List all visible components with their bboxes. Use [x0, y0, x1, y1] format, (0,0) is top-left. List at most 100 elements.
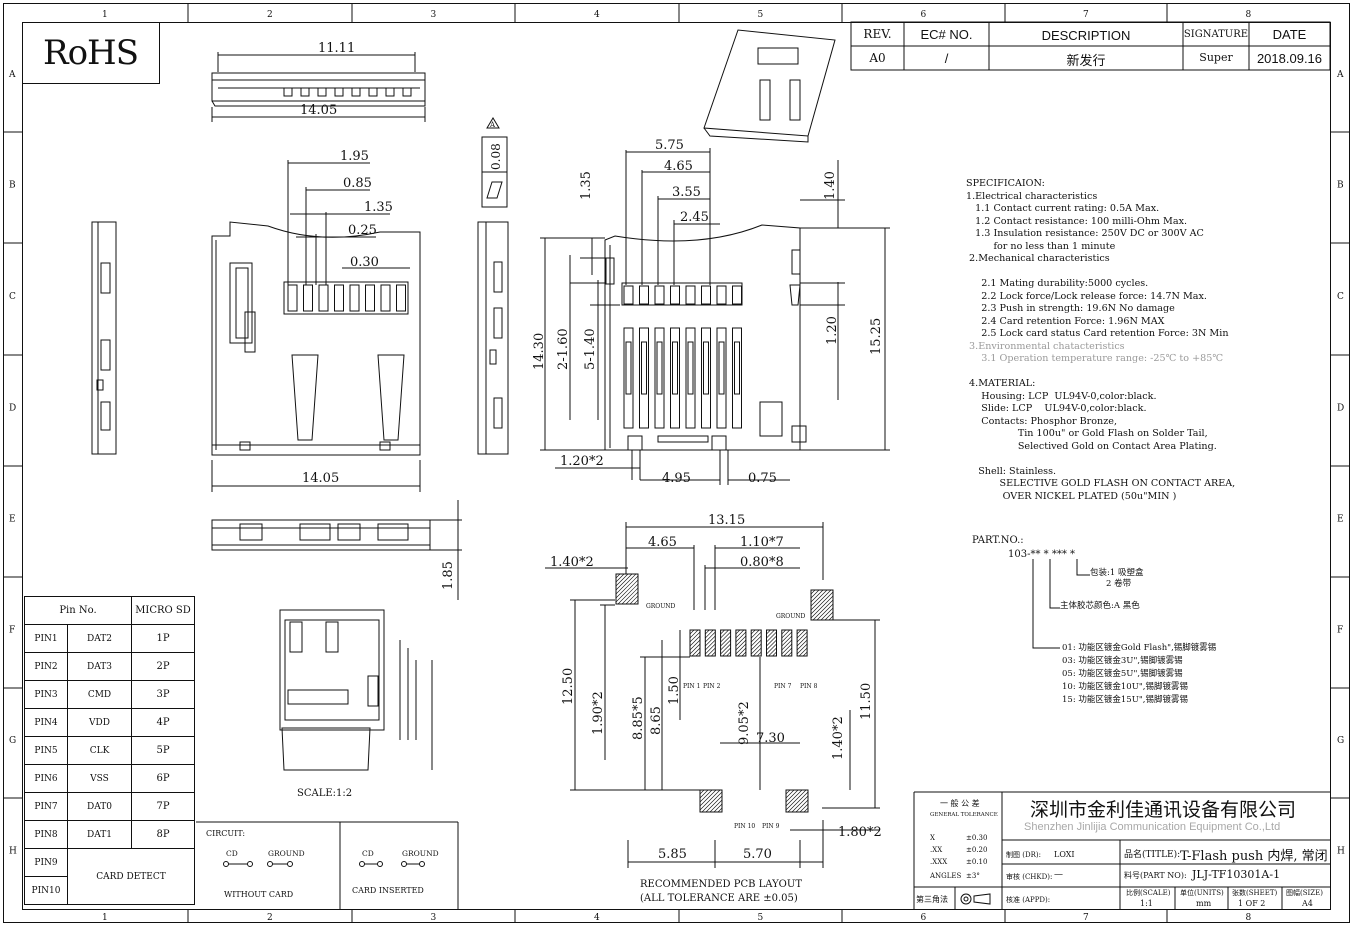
spec-line: 2.3 Push in strength: 19.6N No damage [966, 303, 1175, 314]
tolerance-xxx: .XXX [930, 858, 948, 866]
pin-number: PIN3 [24, 680, 68, 709]
drawn-label: 制图 (DR): [1006, 851, 1041, 859]
dim-1-20: 1.20 [825, 316, 840, 345]
grid-col-bottom-1: 1 [102, 913, 108, 923]
pcb-dim-1-10x7: 1.10*7 [740, 535, 784, 550]
pin9-label: PIN9 [24, 848, 68, 877]
pcb-dim-8-65: 8.65 [649, 706, 664, 735]
partno-code: 103-** * *** * [1008, 549, 1076, 560]
circuit-ground-1: GROUND [268, 849, 305, 858]
pin-signal: CMD [67, 680, 132, 709]
company-name-en: Shenzhen Jinlijia Communication Equipmen… [1024, 821, 1281, 833]
spec-line: Slide: LCP UL94V-0,color:black. [966, 403, 1147, 414]
flatness-triangle-mark: A [489, 121, 496, 129]
grid-col-top-2: 2 [267, 10, 273, 20]
sheet-header: 张数(SHEET) [1232, 889, 1278, 897]
partno-option-05: 05: 功能区镀金5U",锡脚镀雾锡 [1062, 669, 1183, 679]
grid-row-right-B: B [1337, 181, 1344, 191]
date-header: DATE [1272, 27, 1307, 42]
pcb-dim-5-70: 5.70 [743, 847, 772, 862]
title-label: 品名(TITLE): [1124, 850, 1181, 860]
pin-microsd: 6P [131, 764, 195, 793]
checked-label: 审核 (CHKD): [1006, 873, 1053, 881]
spec-line: Housing: LCP UL94V-0,color:black. [966, 390, 1157, 402]
grid-col-top-8: 8 [1246, 10, 1252, 20]
pcb-dim-5-85: 5.85 [658, 847, 687, 862]
grid-row-left-D: D [9, 404, 16, 414]
pcb-ground-right: GROUND [776, 613, 806, 620]
partno-option-10: 10: 功能区镀金10U",锡脚镀雾锡 [1062, 682, 1188, 692]
dim-14-30: 14.30 [532, 333, 547, 370]
pin-number: PIN6 [24, 764, 68, 793]
grid-col-top-7: 7 [1083, 10, 1089, 20]
pin-microsd: 5P [131, 736, 195, 765]
partno-option-01: 01: 功能区镀金Gold Flash",锡脚镀雾锡 [1062, 643, 1217, 653]
spec-line: 4.MATERIAL: [966, 378, 1036, 389]
grid-col-bottom-5: 5 [758, 913, 764, 923]
partno-option-15: 15: 功能区镀金15U",锡脚镀雾锡 [1062, 695, 1188, 705]
rohs-mark: RoHS [22, 22, 160, 84]
dim-3-55: 3.55 [672, 185, 701, 200]
pcb-dim-1-40x2: 1.40*2 [550, 555, 594, 570]
signature-value: Super [1199, 51, 1233, 64]
pcb-pin2: PIN 2 [703, 683, 721, 690]
dim-4-65: 4.65 [664, 159, 693, 174]
spec-line: SELECTIVE GOLD FLASH ON CONTACT AREA, [966, 478, 1236, 489]
card-detect-label: CARD DETECT [67, 848, 195, 905]
pin-microsd: 4P [131, 708, 195, 737]
pcb-pin7: PIN 7 [774, 683, 792, 690]
spec-line: for no less than 1 minute [966, 240, 1116, 252]
spec-line: 1.2 Contact resistance: 100 milli-Ohm Ma… [966, 215, 1188, 227]
grid-row-left-H: H [9, 847, 17, 857]
tolerance-xxx-value: ±0.10 [966, 858, 988, 866]
spec-line: 3.1 Operation temperature range: -25℃ to… [966, 353, 1224, 364]
partno-pack-2: 2 卷带 [1106, 579, 1132, 589]
tolerance-x-value: ±0.30 [966, 834, 988, 842]
ec-value: / [944, 51, 949, 66]
pin-signal: CLK [67, 736, 132, 765]
spec-line: Contacts: Phosphor Bronze, [966, 415, 1117, 427]
grid-row-left-F: F [9, 626, 15, 636]
grid-col-top-6: 6 [921, 10, 927, 20]
grid-row-right-E: E [1337, 515, 1344, 525]
dim-5-75: 5.75 [655, 138, 684, 153]
pin-number: PIN8 [24, 820, 68, 849]
pin-number: PIN5 [24, 736, 68, 765]
ec-header: EC# NO. [920, 27, 973, 42]
spec-line: 1.1 Contact current rating: 0.5A Max. [966, 203, 1160, 214]
grid-col-bottom-3: 3 [431, 913, 437, 923]
specification-notes: SPECIFICAION:1.Electrical characteristic… [966, 178, 1235, 503]
grid-col-top-3: 3 [431, 10, 437, 20]
circuit-card-inserted: CARD INSERTED [352, 886, 424, 895]
grid-row-right-D: D [1337, 404, 1344, 414]
circuit-label: CIRCUIT: [206, 829, 246, 838]
dim-15-25: 15.25 [869, 318, 884, 355]
drawn-value: LOXI [1054, 850, 1075, 859]
size-value: A4 [1302, 899, 1313, 908]
pin-number: PIN7 [24, 792, 68, 821]
grid-col-bottom-6: 6 [921, 913, 927, 923]
grid-col-top-4: 4 [594, 10, 600, 20]
pcb-dim-12-50: 12.50 [561, 668, 576, 705]
checked-value: — [1054, 870, 1063, 880]
pin-microsd: 8P [131, 820, 195, 849]
grid-row-right-H: H [1337, 847, 1345, 857]
spec-line: Shell: Stainless. [966, 465, 1057, 477]
pin-microsd: 7P [131, 792, 195, 821]
spec-line: 1.3 Insulation resistance: 250V DC or 30… [966, 228, 1204, 239]
pcb-dim-11-50: 11.50 [859, 683, 874, 720]
spec-line [966, 453, 1235, 466]
tolerance-xx-value: ±0.20 [966, 846, 988, 854]
pin-microsd: 2P [131, 652, 195, 681]
size-header: 图幅(SIZE) [1286, 889, 1323, 897]
dim-1-20x2: 1.20*2 [560, 454, 604, 469]
tolerance-xx: .XX [930, 846, 943, 854]
dim-0-25: 0.25 [348, 223, 377, 238]
